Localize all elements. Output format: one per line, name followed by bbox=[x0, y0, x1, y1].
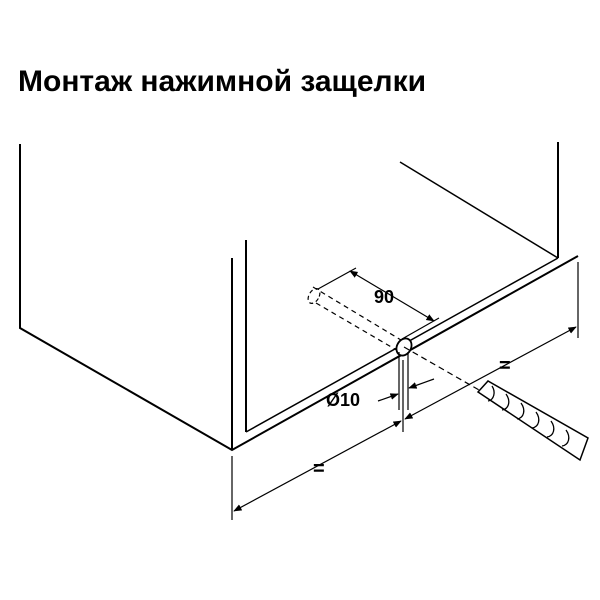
page-title: Монтаж нажимной защелки bbox=[18, 65, 427, 98]
depth-dimension-line bbox=[349, 270, 435, 322]
bore-axis-centerline bbox=[403, 346, 487, 395]
drill-bit-flutes bbox=[487, 385, 570, 447]
cabinet-outline bbox=[19, 142, 579, 452]
bore-end-ellipse bbox=[307, 288, 321, 304]
bore-hole bbox=[307, 286, 487, 395]
bore-lower-contour bbox=[315, 302, 406, 356]
diameter-arrow-right bbox=[408, 378, 435, 389]
cabinet-outer-edge bbox=[19, 144, 579, 452]
diameter-label: Ø10 bbox=[326, 390, 360, 410]
spacing-equal-right: = bbox=[499, 355, 511, 377]
spacing-dimension-right bbox=[404, 326, 577, 420]
cabinet-top-back-edge bbox=[399, 161, 559, 259]
spacing-dimensions bbox=[231, 262, 579, 520]
spacing-equal-left: = bbox=[313, 458, 325, 480]
bore-upper-contour bbox=[312, 286, 402, 341]
spacing-dimension-left bbox=[233, 420, 402, 512]
diameter-dimension bbox=[377, 352, 435, 410]
depth-label: 90 bbox=[374, 287, 394, 307]
drill-bit-body bbox=[476, 380, 589, 462]
drill-bit-icon bbox=[476, 380, 589, 462]
diameter-arrow-left bbox=[377, 393, 399, 402]
